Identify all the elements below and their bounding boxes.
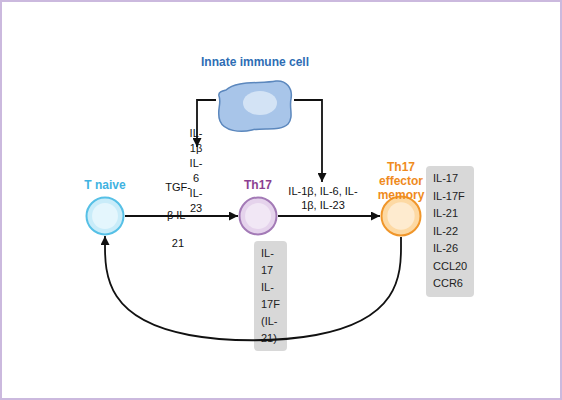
th17-cell-circle: Th17 (238, 196, 278, 236)
signal-arrow (197, 100, 216, 147)
cell-body (219, 81, 292, 131)
differentiation-arrow (278, 215, 380, 217)
cytokine-label: IL-1β IL-6 IL-23 (190, 126, 203, 216)
cytokine-label: IL-1β, IL-6, IL-1β, IL-23 (287, 184, 359, 212)
memory-cell-circle: Th17 effector memory (380, 195, 422, 237)
cell-body (382, 197, 421, 236)
cell-body (240, 198, 277, 235)
innate-cell-blob: Innate immune cell (216, 78, 294, 132)
cytokine-box: IL-17 IL-17F (IL-21) (254, 241, 287, 351)
node-outline (85, 196, 125, 236)
cytokine-box: IL-17 IL-17F IL-21 IL-22 IL-26 CCL20 CCR… (426, 166, 474, 297)
cell-body (87, 198, 124, 235)
cell-label: Th17 effector memory (378, 160, 425, 202)
node-outline (216, 78, 294, 132)
differentiation-arrow (105, 236, 401, 340)
cell-label: Innate immune cell (201, 55, 309, 69)
naive-t-cell-circle: T naive (85, 196, 125, 236)
cell-highlight (387, 202, 414, 229)
node-outline (238, 196, 278, 236)
cytokine-list: IL-17 IL-17F IL-21 IL-22 IL-26 CCL20 CCR… (433, 170, 467, 293)
cell-nucleus (243, 91, 277, 115)
signal-arrow (294, 100, 322, 182)
cell-highlight (245, 203, 271, 229)
cytokine-label: TGF-β IL-21 (165, 173, 191, 257)
differentiation-arrow (125, 215, 238, 217)
cell-label: Th17 (244, 178, 272, 192)
cell-highlight (92, 203, 118, 229)
cell-label: T naive (84, 178, 125, 192)
cytokine-list: IL-17 IL-17F (IL-21) (261, 245, 280, 347)
